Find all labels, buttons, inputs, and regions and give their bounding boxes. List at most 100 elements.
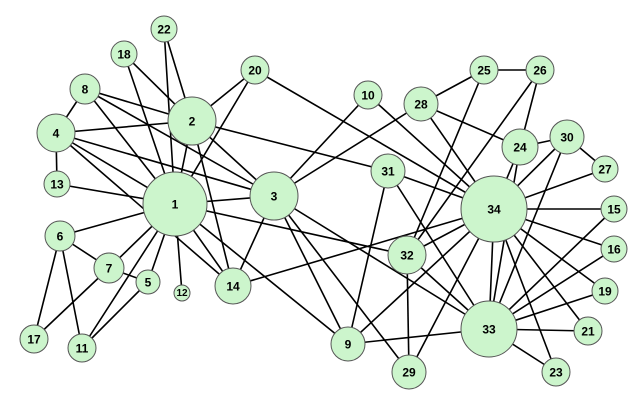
edge-15-33 (488, 208, 615, 330)
node-26: 26 (525, 55, 555, 85)
node-label-1: 1 (172, 198, 179, 212)
node-28: 28 (403, 86, 439, 122)
node-circle-2 (167, 96, 217, 146)
edge-3-4 (55, 132, 275, 197)
edge-layer (33, 28, 615, 373)
node-label-16: 16 (607, 243, 621, 257)
edge-2-14 (191, 120, 234, 287)
node-circle-30 (549, 119, 585, 155)
edge-31-33 (387, 170, 490, 330)
node-label-20: 20 (248, 64, 262, 78)
node-32: 32 (387, 235, 427, 275)
node-label-7: 7 (106, 262, 113, 276)
node-label-22: 22 (157, 23, 171, 37)
node-31: 31 (370, 153, 406, 189)
node-circle-19 (591, 277, 619, 305)
node-label-23: 23 (549, 366, 563, 380)
node-label-12: 12 (176, 288, 188, 299)
node-label-17: 17 (27, 333, 41, 347)
node-34: 34 (460, 175, 528, 243)
edge-14-34 (232, 208, 495, 287)
node-circle-16 (600, 235, 628, 263)
node-label-19: 19 (598, 285, 612, 299)
node-11: 11 (67, 333, 97, 363)
edge-25-32 (406, 69, 485, 256)
node-7: 7 (93, 252, 125, 284)
node-circle-18 (110, 40, 138, 68)
edge-6-17 (33, 235, 61, 340)
node-14: 14 (214, 267, 252, 305)
node-circle-31 (370, 153, 406, 189)
node-label-27: 27 (598, 163, 612, 177)
node-8: 8 (69, 73, 101, 105)
node-circle-33 (460, 300, 518, 358)
node-circle-22 (150, 15, 178, 43)
node-label-33: 33 (482, 323, 496, 337)
node-circle-13 (43, 170, 71, 198)
node-4: 4 (36, 113, 76, 153)
node-circle-11 (67, 333, 97, 363)
node-label-14: 14 (226, 280, 240, 294)
node-25: 25 (469, 55, 499, 85)
node-22: 22 (150, 15, 178, 43)
node-circle-5 (135, 269, 161, 295)
node-circle-32 (387, 235, 427, 275)
node-24: 24 (501, 128, 539, 166)
node-15: 15 (600, 195, 628, 223)
node-label-9: 9 (345, 338, 352, 352)
node-circle-27 (591, 155, 619, 183)
node-circle-21 (573, 316, 603, 346)
node-circle-12 (173, 284, 191, 302)
node-label-10: 10 (361, 89, 375, 103)
node-label-32: 32 (400, 249, 414, 263)
node-3: 3 (249, 171, 299, 221)
node-circle-3 (249, 171, 299, 221)
node-23: 23 (541, 357, 571, 387)
edge-2-31 (191, 120, 389, 172)
edge-29-32 (406, 254, 410, 373)
node-16: 16 (600, 235, 628, 263)
node-10: 10 (353, 80, 383, 110)
node-circle-10 (353, 80, 383, 110)
node-circle-20 (240, 55, 270, 85)
node-19: 19 (591, 277, 619, 305)
edge-3-9 (273, 195, 349, 345)
edge-6-11 (59, 235, 83, 349)
edge-1-9 (174, 203, 349, 345)
node-circle-6 (44, 220, 76, 252)
node-6: 6 (44, 220, 76, 252)
node-label-29: 29 (402, 366, 416, 380)
node-label-25: 25 (477, 64, 491, 78)
node-circle-28 (403, 86, 439, 122)
node-2: 2 (167, 96, 217, 146)
node-label-4: 4 (53, 127, 60, 141)
node-label-5: 5 (145, 276, 152, 290)
node-5: 5 (135, 269, 161, 295)
node-29: 29 (391, 354, 427, 390)
node-label-6: 6 (57, 230, 64, 244)
node-1: 1 (142, 171, 208, 237)
node-12: 12 (173, 284, 191, 302)
node-circle-8 (69, 73, 101, 105)
node-circle-26 (525, 55, 555, 85)
node-label-3: 3 (271, 190, 278, 204)
node-label-28: 28 (414, 98, 428, 112)
node-27: 27 (591, 155, 619, 183)
node-label-24: 24 (513, 141, 527, 155)
node-33: 33 (460, 300, 518, 358)
node-circle-17 (19, 324, 49, 354)
edge-26-32 (406, 69, 541, 256)
edge-30-33 (488, 136, 568, 330)
node-label-18: 18 (117, 48, 131, 62)
edge-20-34 (254, 69, 495, 210)
node-label-8: 8 (82, 83, 89, 97)
node-circle-34 (460, 175, 528, 243)
node-label-21: 21 (581, 325, 595, 339)
node-label-13: 13 (50, 178, 64, 192)
edge-3-33 (273, 195, 490, 330)
edge-7-17 (33, 267, 110, 340)
node-circle-25 (469, 55, 499, 85)
edge-9-31 (347, 170, 389, 345)
node-circle-23 (541, 357, 571, 387)
